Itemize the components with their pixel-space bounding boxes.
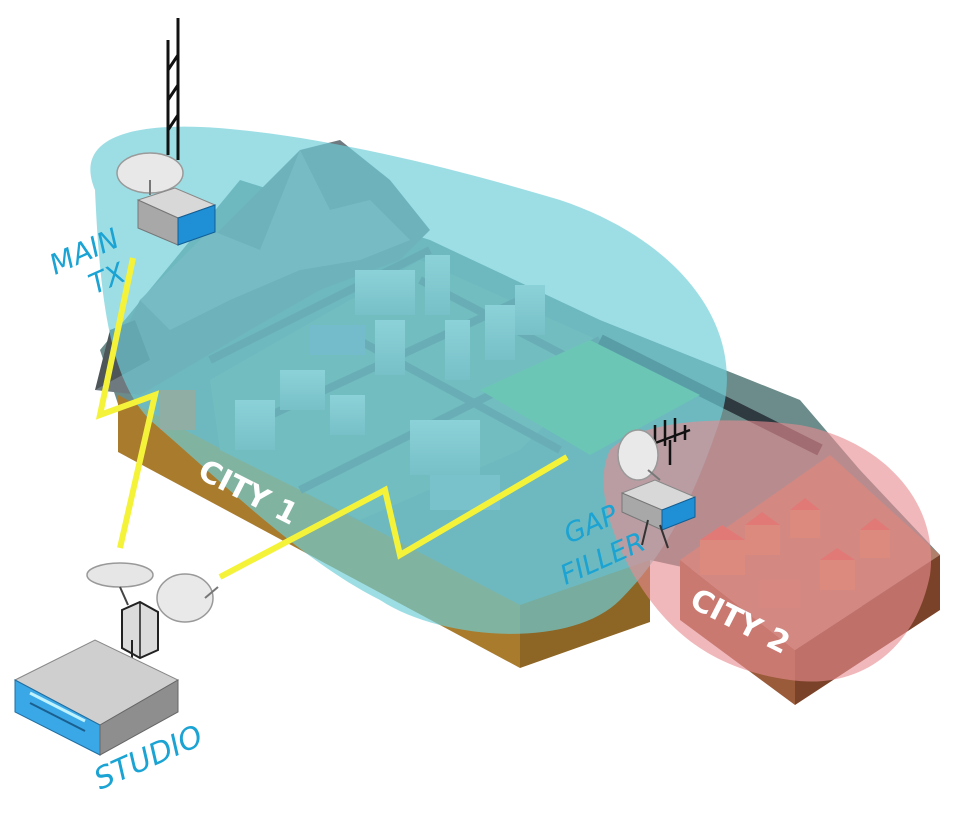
studio-dish-up — [86, 562, 154, 606]
gap-filler-site — [617, 418, 697, 549]
studio-dish-side — [156, 573, 219, 623]
coverage-area-main — [90, 126, 727, 634]
link-studio-to-main-tx — [95, 257, 160, 549]
link-studio-to-gap-filler — [218, 454, 569, 580]
studio-router-icon — [121, 600, 159, 668]
studio-equipment-icon — [13, 639, 180, 756]
gap-filler-transmitter-icon — [620, 479, 697, 549]
coverage-area-gap-filler — [603, 420, 932, 682]
rack-transmitter-icon — [136, 187, 217, 246]
satellite-dish-icon — [116, 152, 184, 195]
microwave-links — [95, 257, 569, 580]
antenna-mast-icon — [166, 18, 180, 160]
gap-filler-dish-icon — [617, 429, 661, 481]
main-tx-site — [116, 18, 217, 246]
studio-site — [13, 562, 219, 756]
